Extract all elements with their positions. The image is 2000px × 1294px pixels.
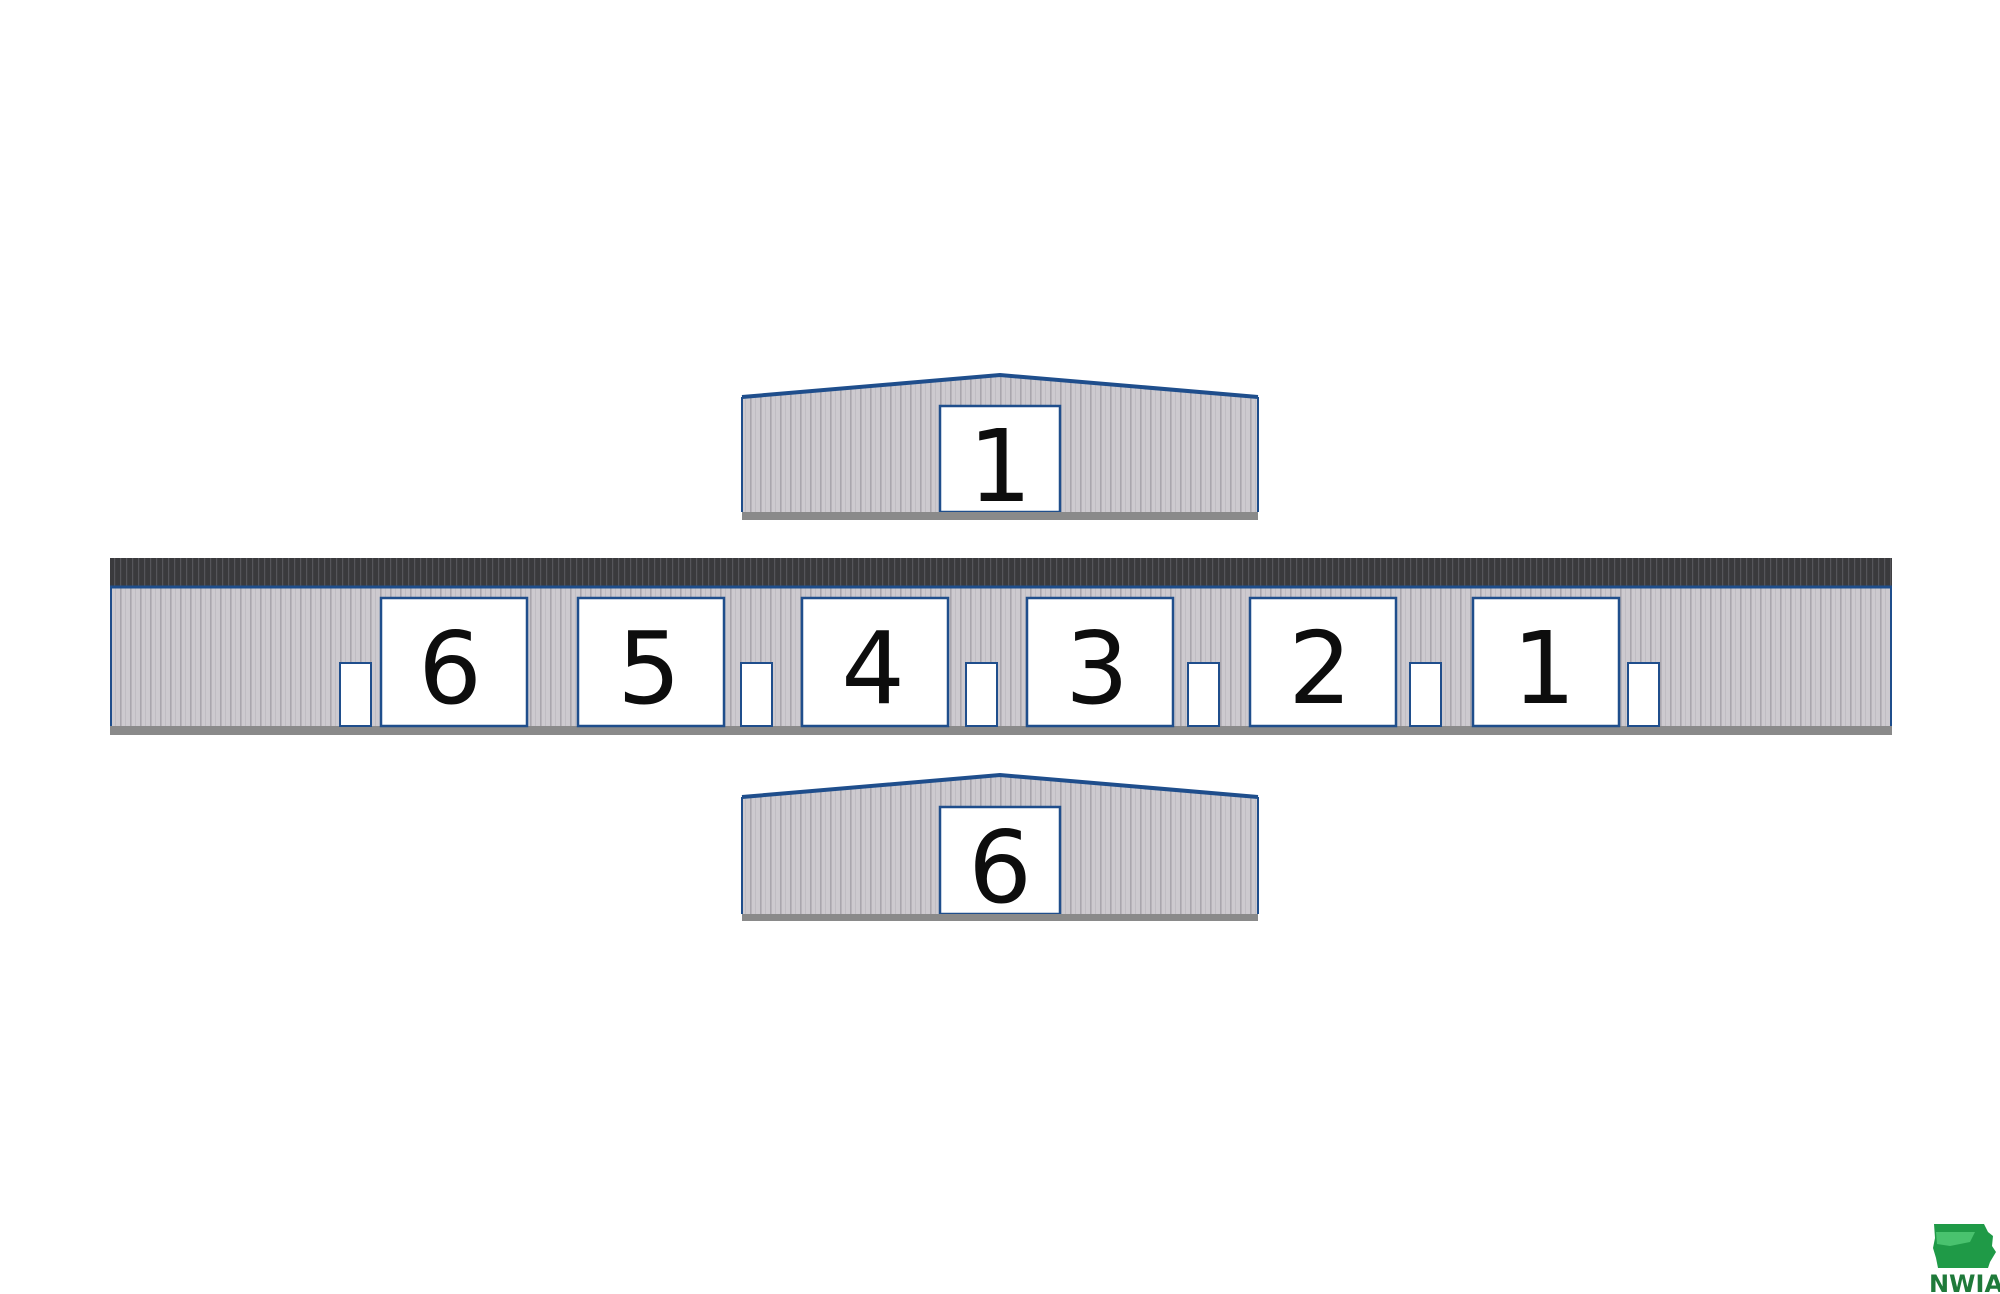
overhead-door-unit-4	[800, 596, 950, 728]
unit-label-5: 5	[617, 610, 681, 727]
roof-trim-top	[741, 372, 1259, 399]
man-door	[1627, 662, 1660, 727]
iowa-map-icon	[1933, 1224, 1996, 1268]
man-door	[965, 662, 998, 727]
overhead-door-unit-5	[576, 596, 726, 728]
unit-label-2: 2	[1288, 610, 1352, 727]
front-foundation	[110, 726, 1892, 735]
unit-label-6: 6	[418, 610, 482, 727]
unit-label-3: 3	[1065, 610, 1129, 727]
front-elevation: 6 5 4 3 2 1	[110, 558, 1892, 735]
unit-label-end-bottom: 6	[968, 809, 1032, 926]
roof-fascia	[110, 558, 1892, 586]
logo-text: NWIA	[1929, 1270, 2000, 1294]
overhead-door-unit-2	[1248, 596, 1398, 728]
end-elevation-bottom: 6	[741, 772, 1259, 926]
end-elevation-top: 1	[741, 372, 1259, 525]
foundation-bottom	[742, 914, 1258, 921]
overhead-door-unit-6	[379, 596, 529, 728]
overhead-door-unit-3	[1025, 596, 1175, 728]
overhead-door-unit-1	[1471, 596, 1621, 728]
man-door	[740, 662, 773, 727]
overhead-door-top	[938, 404, 1062, 514]
man-door	[1187, 662, 1220, 727]
unit-label-end-top: 1	[968, 408, 1032, 525]
overhead-door-bottom	[938, 805, 1062, 916]
roof-trim-bottom	[741, 772, 1259, 799]
iowa-map-highlight	[1936, 1232, 1975, 1246]
front-wall	[110, 586, 1892, 726]
unit-label-4: 4	[841, 610, 905, 727]
nwia-logo: NWIA	[1929, 1224, 2000, 1294]
man-door	[339, 662, 372, 727]
foundation-top	[742, 512, 1258, 520]
man-door	[1409, 662, 1442, 727]
unit-label-1: 1	[1512, 610, 1576, 727]
